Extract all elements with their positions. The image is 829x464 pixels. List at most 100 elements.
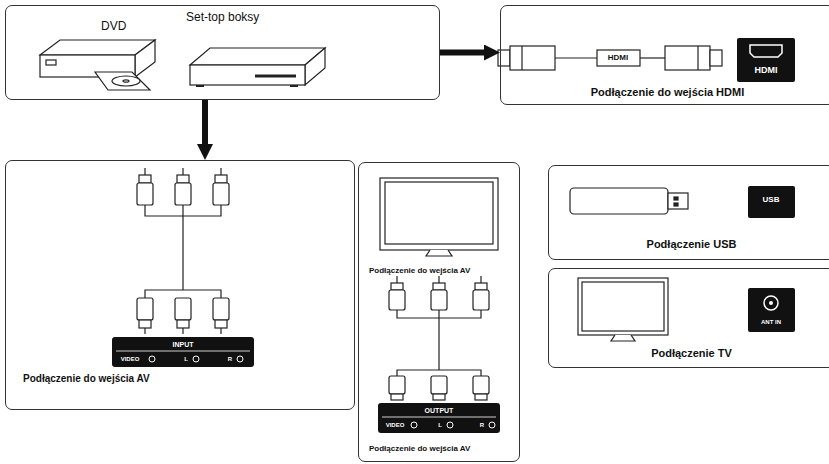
connector-label: R — [228, 356, 232, 362]
stb-foot — [290, 85, 298, 87]
hdmi-port-shape — [750, 45, 782, 57]
usb-body — [570, 188, 668, 214]
plug-band — [697, 46, 698, 70]
rca-wire — [397, 310, 481, 376]
rca-body — [175, 298, 191, 320]
rca-body — [389, 376, 405, 394]
tv-frame — [578, 278, 668, 335]
rca-body — [137, 298, 153, 320]
tv-stand — [611, 335, 635, 341]
usb-stick — [570, 188, 688, 214]
tv-screen — [582, 282, 664, 331]
input-jacks — [149, 356, 243, 362]
rca-body — [389, 290, 405, 310]
cable — [555, 57, 597, 58]
tv-frame — [380, 178, 498, 250]
panel-divider — [382, 417, 496, 418]
stb-foot — [196, 85, 204, 87]
usb-hole — [674, 197, 678, 200]
dvd-disc — [112, 76, 140, 86]
rca-wire — [145, 205, 221, 298]
rca-tip — [177, 320, 189, 328]
connector-label: OUTPUT — [425, 407, 454, 414]
jack — [447, 422, 453, 428]
rca-body — [431, 290, 447, 310]
connector-label: HDMI — [608, 54, 628, 62]
rca-tip — [391, 283, 403, 290]
hdmi-cable — [498, 46, 722, 70]
connection-panel: Podłączenie USB — [548, 165, 829, 260]
jack — [149, 356, 155, 362]
ant-pin — [769, 301, 773, 305]
rca-tip — [475, 283, 487, 290]
connector-label: INPUT — [173, 341, 194, 348]
panel-divider — [116, 351, 250, 352]
jack — [193, 356, 199, 362]
dvd-player — [40, 40, 155, 90]
rca-body — [213, 298, 229, 320]
rca-cable-output — [389, 276, 489, 400]
rca-tip — [475, 394, 487, 400]
jack — [411, 422, 417, 428]
rca-tip — [215, 175, 227, 183]
plug-band — [521, 46, 522, 70]
hdmi-port-icon — [737, 38, 795, 82]
rca-cable-input — [137, 168, 229, 334]
connector-label: VIDEO — [386, 422, 405, 428]
tv-av — [380, 178, 498, 256]
plug-body — [510, 46, 555, 70]
output-jacks — [411, 422, 495, 428]
jack — [489, 422, 495, 428]
panel-caption: Podłączenie do wejścia HDMI — [501, 86, 829, 99]
stb-side — [305, 48, 325, 85]
dvd-display — [46, 60, 56, 65]
rca-tip — [139, 320, 151, 328]
rca-tip — [215, 320, 227, 328]
rca-body — [473, 290, 489, 310]
tv-screen — [385, 182, 493, 244]
input-panel — [112, 337, 254, 367]
rca-pins — [145, 328, 221, 334]
rca-tip — [139, 175, 151, 183]
tv-antenna — [578, 278, 668, 341]
panel-caption: DVD — [101, 20, 126, 34]
tv-stand — [426, 250, 452, 256]
rca-pins — [145, 168, 221, 175]
rca-body — [473, 376, 489, 394]
connection-panel: Podłączenie do wejścia HDMI — [500, 5, 829, 105]
panel-caption: Podłączenie do wejścia AV — [369, 266, 470, 275]
connection-panel: DVD Set-top boksy — [5, 5, 440, 100]
dvd-side — [135, 40, 155, 77]
panel-caption: Podłączenie do wejścia AV — [23, 373, 150, 385]
connector-label: R — [480, 422, 484, 428]
block-arrow — [202, 100, 208, 144]
connector-label: HDMI — [755, 66, 778, 75]
rca-tip — [433, 283, 445, 290]
panel-caption: Set-top boksy — [186, 11, 259, 25]
rca-body — [137, 183, 153, 205]
connector-label: VIDEO — [121, 356, 140, 362]
usb-hole — [674, 203, 678, 206]
rca-pins — [397, 276, 481, 283]
usb-connector — [668, 193, 688, 209]
rca-body — [213, 183, 229, 205]
connection-panel: Podłączenie TV — [548, 268, 829, 368]
panel-caption: Podłączenie USB — [549, 238, 829, 251]
block-arrow — [440, 50, 484, 56]
plug-body — [665, 46, 710, 70]
connector-label: L — [184, 356, 188, 362]
stb-front — [190, 65, 305, 85]
cable — [640, 57, 665, 58]
set-top-box — [190, 48, 325, 86]
stb-top — [190, 48, 325, 65]
dvd-disc-hole — [123, 80, 129, 82]
panel-caption: Podłączenie do wejścia AV — [369, 444, 470, 453]
rca-body — [175, 183, 191, 205]
ant-port-icon — [748, 288, 795, 332]
connector-label: ANT IN — [761, 319, 781, 325]
connector-label: L — [438, 422, 442, 428]
panel-caption: Podłączenie TV — [549, 347, 829, 360]
jack — [237, 356, 243, 362]
